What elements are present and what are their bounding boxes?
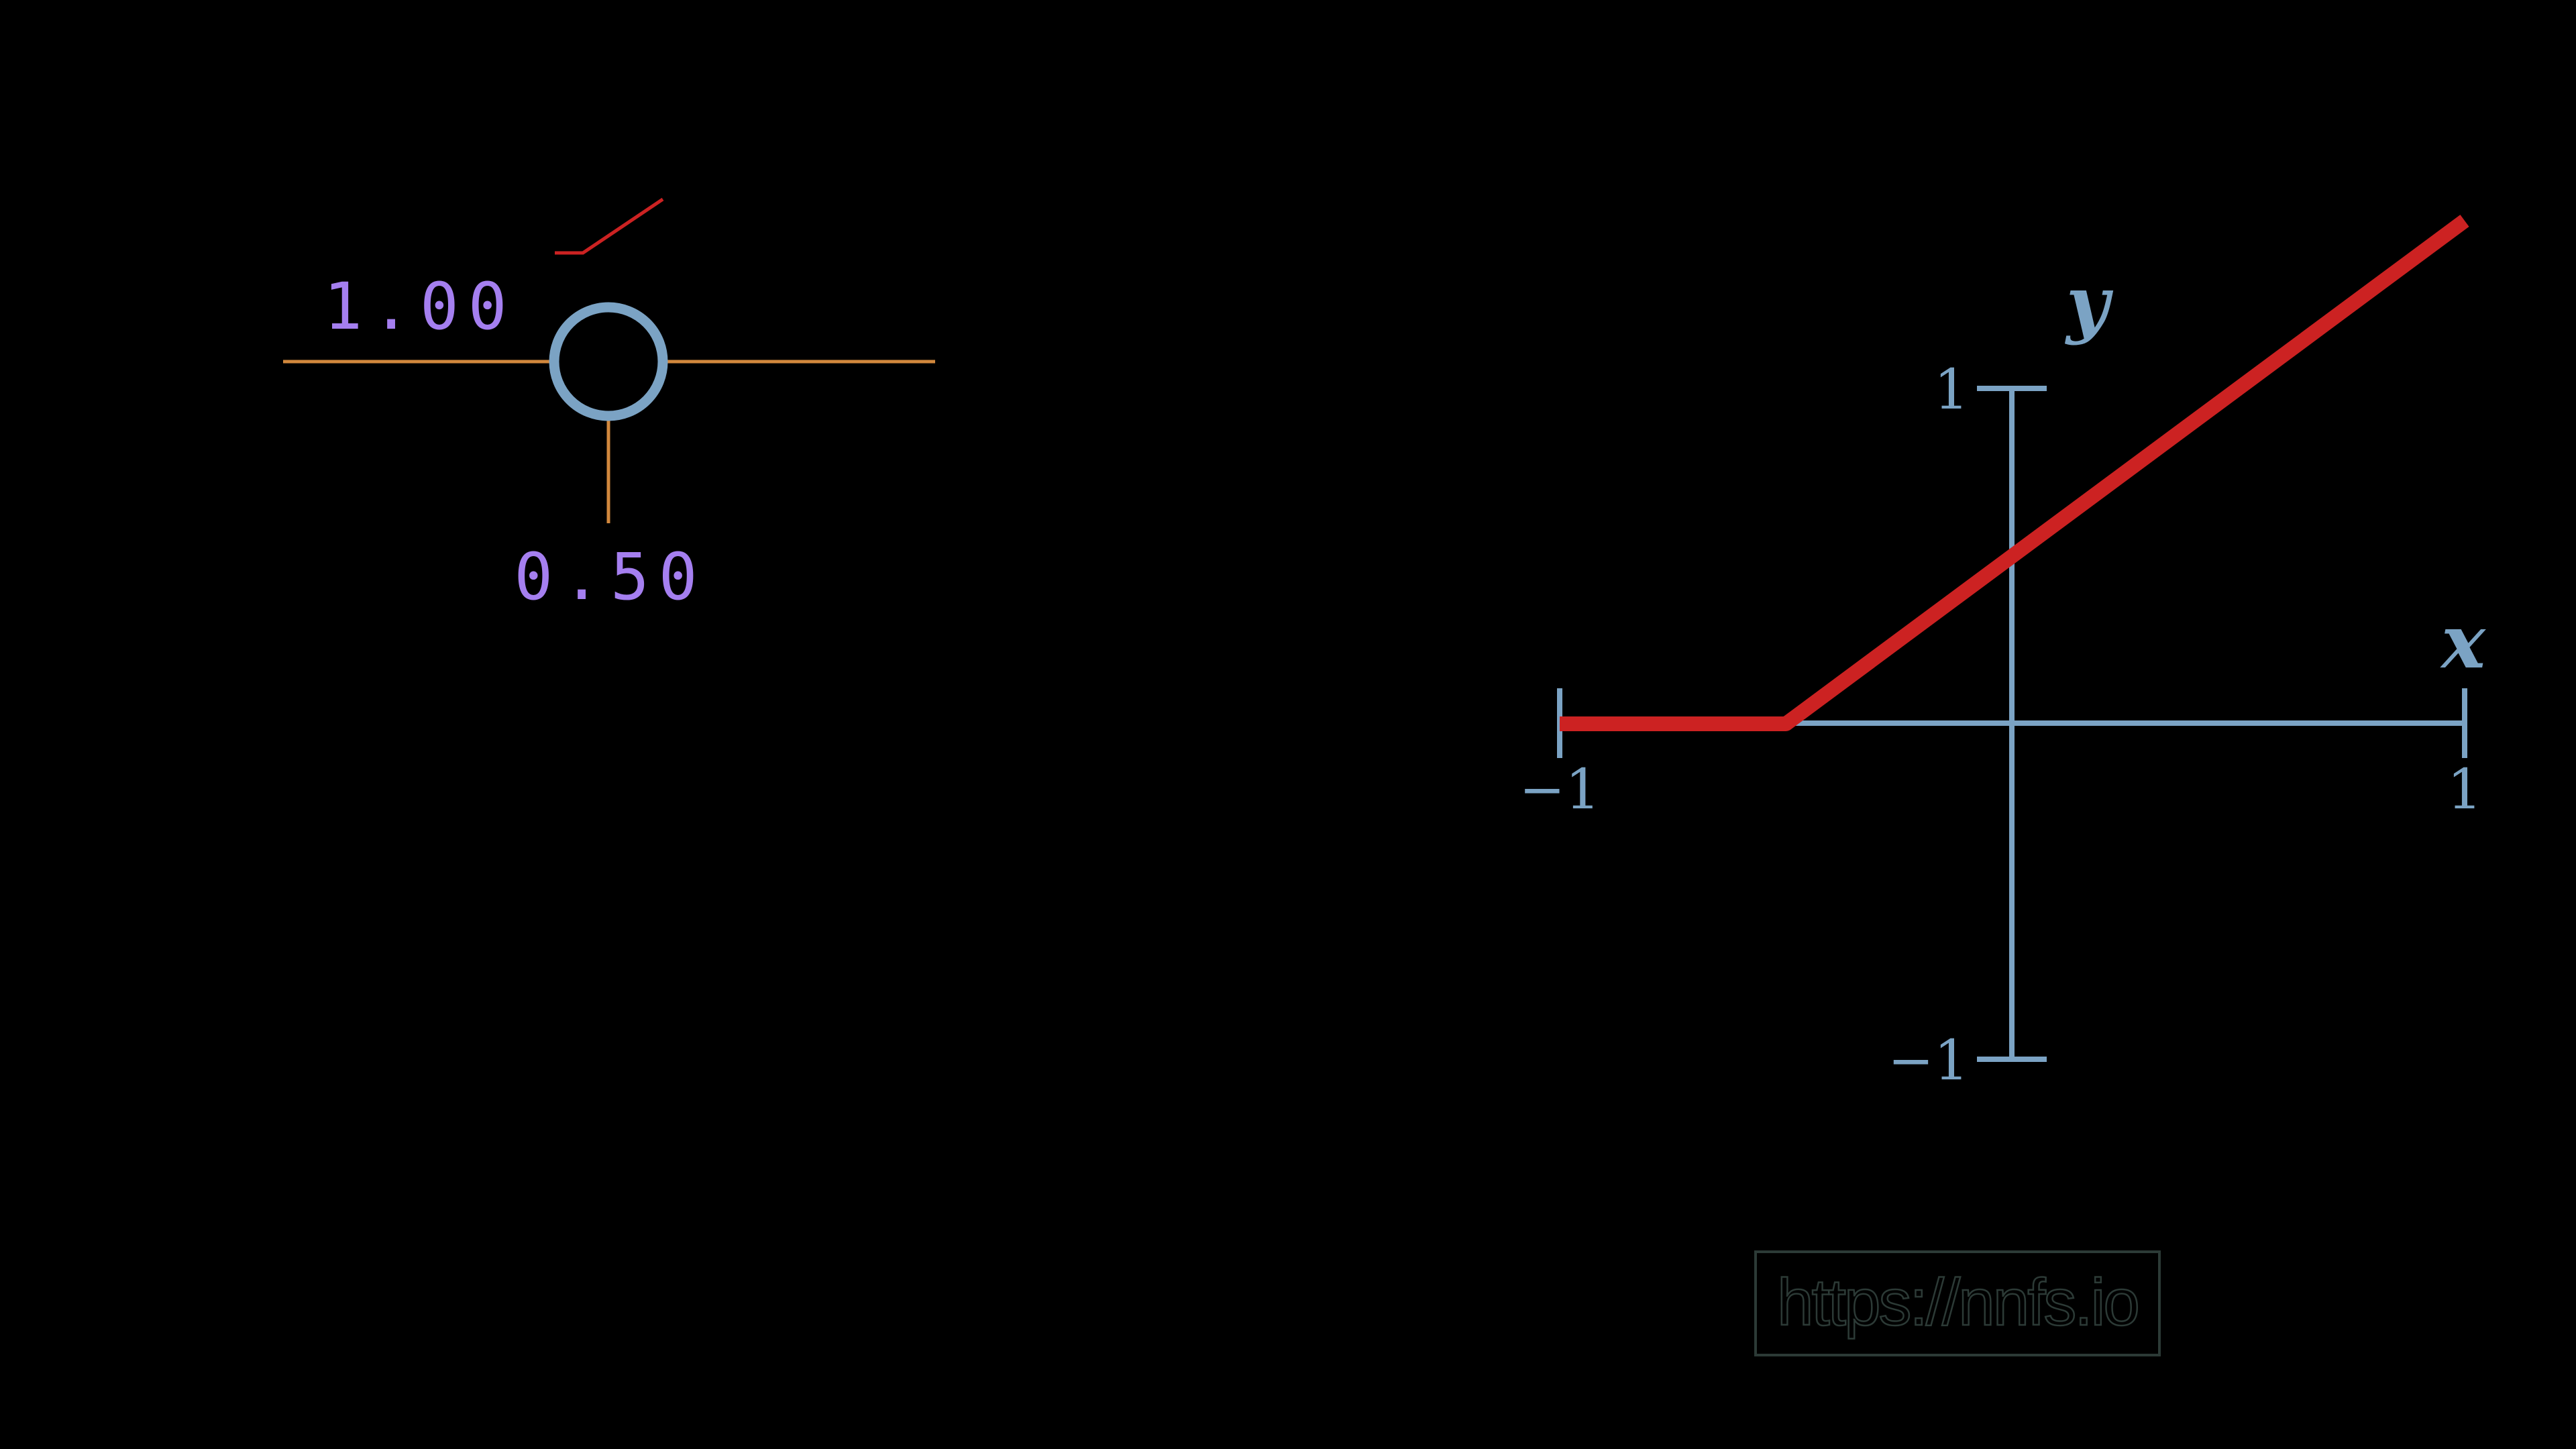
activation-plot: −1 1 1 −1 x y [1519,215,2486,1093]
bias-label: 0.50 [514,539,706,614]
x-tick-label-min: −1 [1519,758,1601,822]
neuron-node [549,302,668,421]
watermark-text: https://nnfs.io [1777,1265,2138,1339]
relu-series-line [1560,215,2469,731]
x-tick-label-max: 1 [2447,758,2482,822]
watermark-box [1754,1250,2161,1356]
weight-label: 1.00 [323,269,516,344]
watermark: https://nnfs.io [1754,1250,2161,1356]
y-tick-label-min: −1 [1888,1029,1969,1093]
y-axis-label: y [2064,260,2114,346]
neuron-diagram: 1.00 0.50 [283,197,935,614]
relu-icon [555,197,664,255]
x-axis-label: x [2440,598,2486,685]
y-tick-label-max: 1 [1934,358,1969,422]
